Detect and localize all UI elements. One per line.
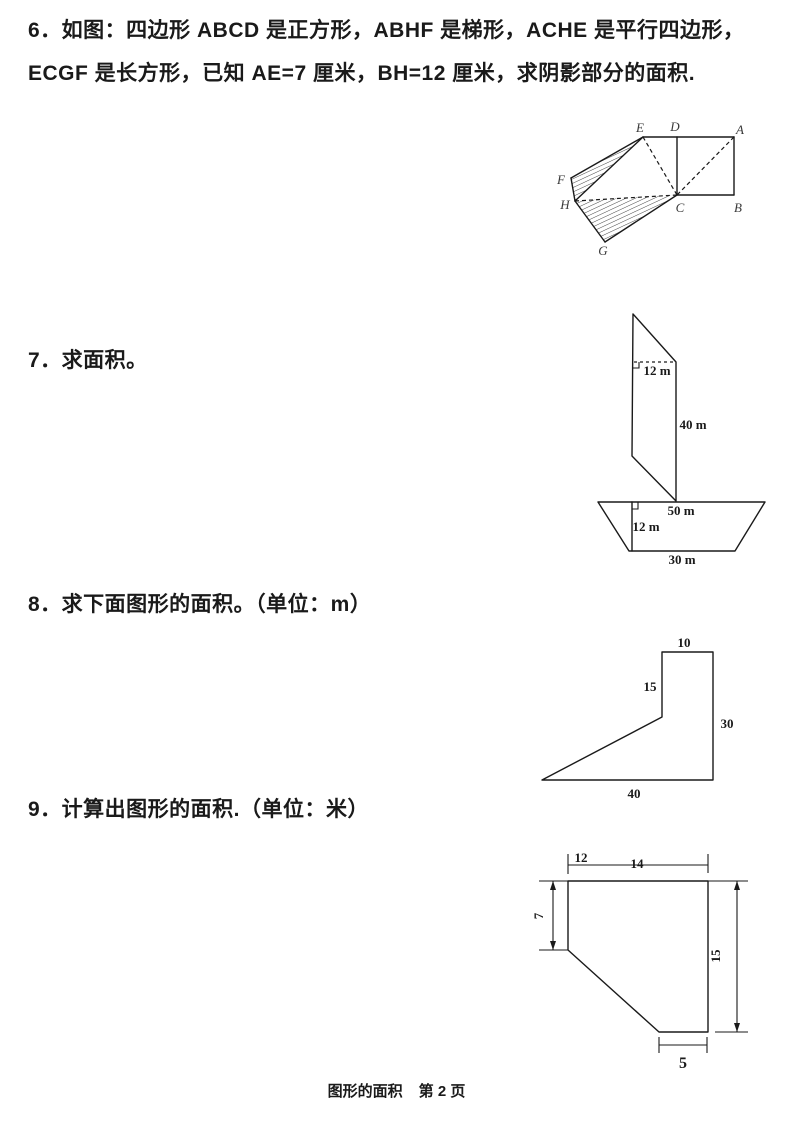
problem-7-title: 7．求面积。: [28, 349, 148, 372]
figure-9-diagram: 12 14 7 15 5: [531, 850, 748, 1072]
dim-top: 10: [678, 635, 691, 650]
figure-8-diagram: 10 15 30 40: [541, 635, 734, 801]
line-h-c-dashed: [574, 194, 678, 202]
footer-title: 图形的面积: [327, 1083, 403, 1100]
parallelogram-shape: [631, 313, 677, 502]
right-dim-arrow-up: [734, 881, 740, 890]
dim-left: 7: [531, 912, 546, 919]
bottom-dimension: 5: [658, 1037, 708, 1072]
point-label-g: G: [598, 243, 608, 258]
l-shape-polygon: [541, 651, 714, 781]
line-h-g: [574, 200, 606, 243]
dim-right: 30: [721, 716, 734, 731]
page-footer: 图形的面积第 2 页: [0, 1080, 793, 1101]
line-e-h: [574, 136, 644, 202]
dashed-construction-lines: [574, 136, 735, 202]
left-dim-arrow-down: [550, 941, 556, 950]
point-label-e: E: [635, 120, 644, 135]
line-e-f: [570, 136, 644, 179]
left-dim-arrow-up: [550, 881, 556, 890]
problem-9-title: 9．计算出图形的面积.（单位：米）: [28, 798, 370, 821]
footer-page-number: 第 2 页: [418, 1083, 466, 1100]
right-angle-mark-trapezoid: [632, 502, 639, 510]
point-label-b: B: [734, 200, 742, 215]
dim-bottom: 40: [628, 786, 641, 801]
point-label-d: D: [669, 119, 680, 134]
right-dim-arrow-down: [734, 1023, 740, 1032]
line-g-c: [604, 194, 678, 243]
dim-top: 14: [631, 856, 645, 871]
dim-para-side: 40 m: [679, 417, 706, 432]
rectangle-ecgf-outline: [570, 136, 678, 243]
point-label-f: F: [556, 172, 566, 187]
dim-trap-height: 12 m: [632, 519, 659, 534]
line-a-c-dashed: [676, 136, 735, 196]
dim-right: 15: [708, 949, 723, 963]
problem-6-text-line-2: ECGF 是长方形，已知 AE=7 厘米，BH=12 厘米，求阴影部分的面积.: [28, 62, 696, 85]
dim-trap-top: 50 m: [667, 503, 694, 518]
point-label-h: H: [559, 197, 570, 212]
point-label-c: C: [676, 200, 685, 215]
dim-para-width: 12 m: [643, 363, 670, 378]
dim-trap-bottom: 30 m: [668, 552, 695, 567]
square-abcd-outline: [642, 136, 735, 196]
point-label-a: A: [735, 122, 744, 137]
dim-bottom: 5: [679, 1055, 687, 1072]
dim-top-left: 12: [575, 850, 588, 865]
right-angle-mark-parallelogram: [633, 362, 640, 369]
trapezoid-shape: [597, 501, 766, 552]
shaded-triangle-hgc: [575, 195, 677, 242]
problem-6-text-line-1: 6．如图：四边形 ABCD 是正方形，ABHF 是梯形，ACHE 是平行四边形，: [28, 19, 745, 42]
right-dimension: 15: [708, 880, 748, 1033]
dim-notch: 15: [644, 679, 658, 694]
pentagon-shape: [567, 880, 709, 1033]
line-e-c-dashed: [642, 136, 678, 196]
figure-7-diagram: 12 m 40 m 50 m 12 m 30 m: [597, 313, 766, 567]
line-f-h: [570, 177, 576, 202]
left-dimension: 7: [531, 880, 568, 951]
top-dimension: 12 14: [567, 850, 709, 874]
problem-8-title: 8．求下面图形的面积。（单位：m）: [28, 593, 372, 616]
figure-6-diagram: E D A F H C B G: [556, 119, 744, 258]
